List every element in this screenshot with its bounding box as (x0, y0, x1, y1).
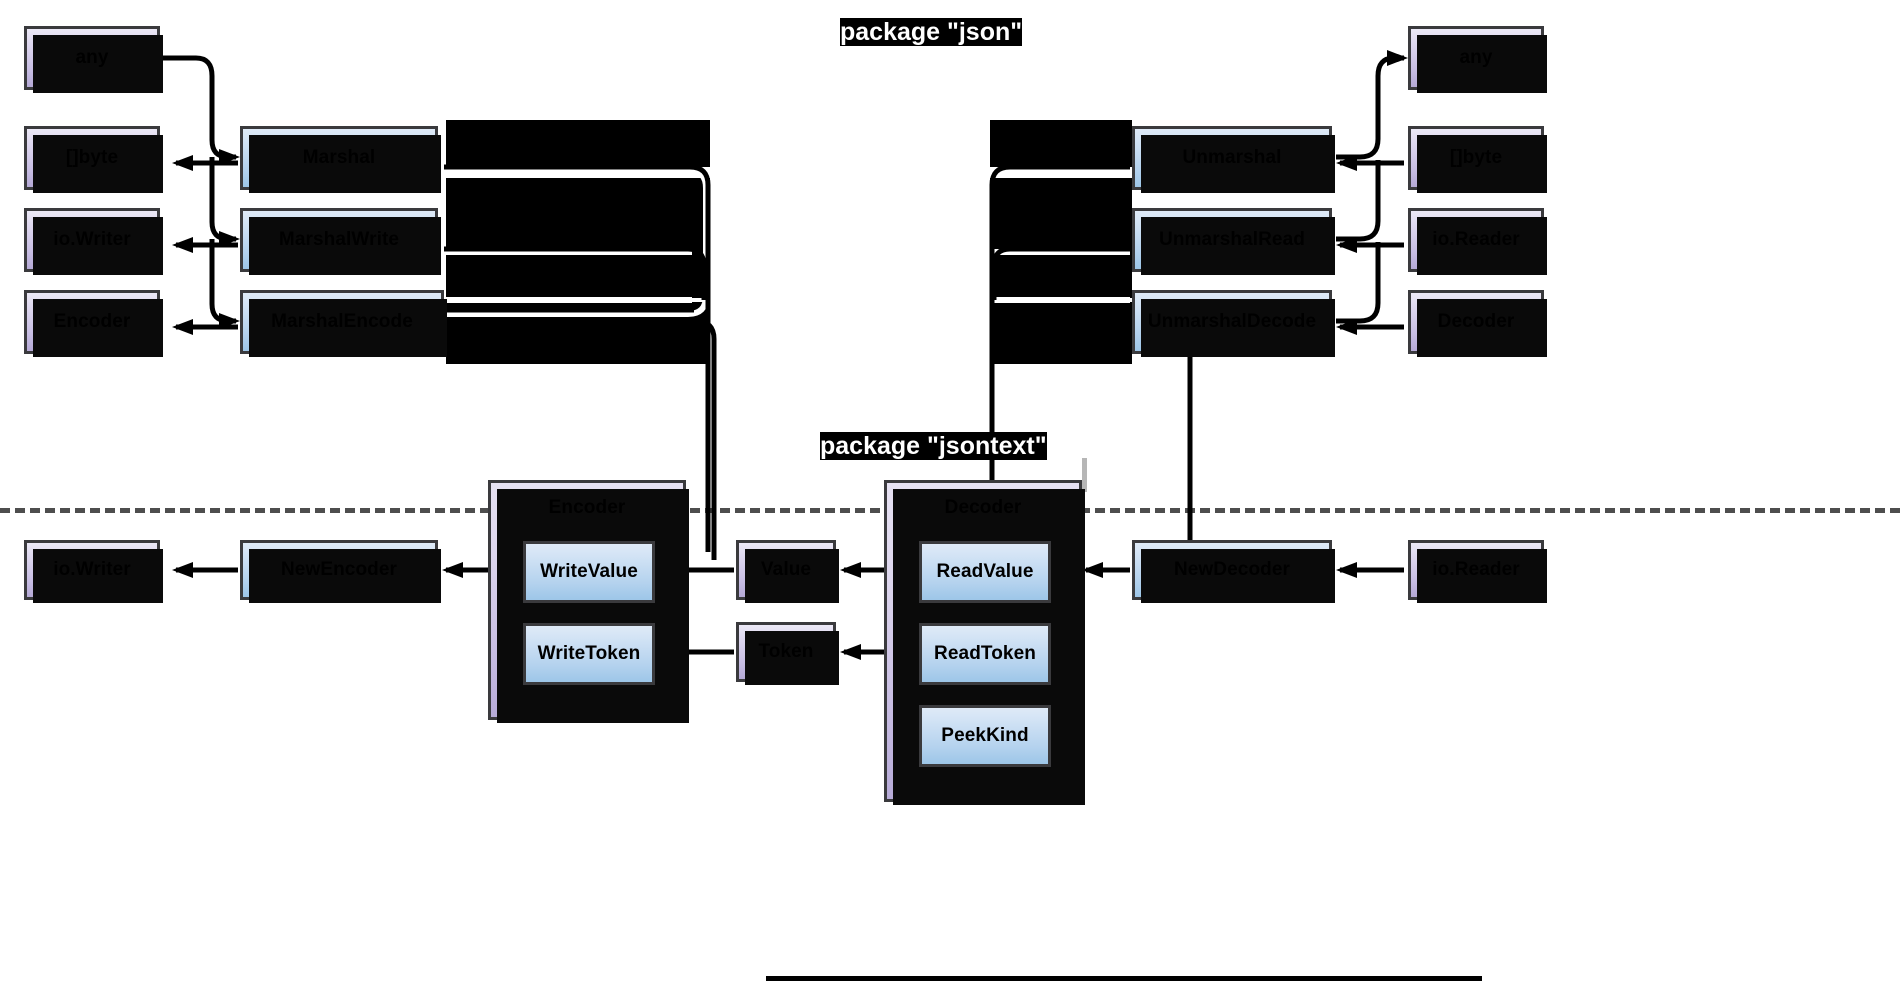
package-json-caption-prefix: package "json" (840, 18, 1023, 46)
bottom-baseline (766, 976, 1482, 981)
node-label: UnmarshalDecode (1147, 311, 1317, 332)
node-value-mid[interactable]: Value (736, 540, 839, 603)
node-marshalwrite[interactable]: MarshalWrite (240, 208, 441, 275)
node-writetoken[interactable]: WriteToken (523, 623, 657, 687)
artifact-right-1 (990, 120, 1132, 167)
package-json-caption: package "json" (840, 18, 1023, 47)
json-left-edges (160, 55, 240, 335)
unmarshal-return-curves (989, 164, 1130, 552)
node-label: any (75, 47, 109, 68)
edge-unmarshaldecode-to-trunk (1336, 242, 1381, 324)
node-any-left[interactable]: any (24, 26, 163, 93)
node-any-right[interactable]: any (1408, 26, 1547, 93)
node-label: WriteValue (540, 561, 638, 582)
node-encoder-left[interactable]: Encoder (24, 290, 163, 357)
edge-unmarshal-to-any (1336, 50, 1408, 160)
group-decoder[interactable]: Decoder ReadValue ReadToken PeekKind (884, 480, 1085, 805)
node-readvalue[interactable]: ReadValue (919, 541, 1053, 605)
node-label: Marshal (302, 147, 376, 168)
node-label: Value (760, 559, 812, 580)
node-label: NewDecoder (1173, 559, 1291, 580)
node-label: ReadValue (936, 561, 1034, 582)
node-label: MarshalWrite (278, 229, 400, 250)
node-newencoder[interactable]: NewEncoder (240, 540, 441, 603)
node-unmarshaldecode[interactable]: UnmarshalDecode (1132, 290, 1335, 357)
node-label: io.Writer (53, 559, 131, 580)
node-label: []byte (65, 147, 119, 168)
node-label: PeekKind (941, 725, 1029, 746)
json-right-edges (1336, 50, 1408, 335)
node-iowriter-bottom[interactable]: io.Writer (24, 540, 163, 603)
edge-unmarshalread-to-trunk (1336, 160, 1381, 242)
artifact-right-2 (990, 178, 1132, 298)
node-label: io.Reader (1432, 559, 1520, 580)
node-label: MarshalEncode (271, 311, 413, 332)
node-label: Token (758, 641, 814, 662)
marshal-return-curves (444, 164, 711, 552)
node-ioreader-right[interactable]: io.Reader (1408, 208, 1547, 275)
node-label: UnmarshalRead (1159, 229, 1305, 250)
node-bytes-right[interactable]: []byte (1408, 126, 1547, 193)
node-label: WriteToken (537, 643, 641, 664)
node-peekkind[interactable]: PeekKind (919, 705, 1053, 769)
group-encoder[interactable]: Encoder WriteValue WriteToken (488, 480, 689, 723)
node-newdecoder[interactable]: NewDecoder (1132, 540, 1335, 603)
node-label: Unmarshal (1182, 147, 1282, 168)
group-encoder-title: Encoder (548, 497, 626, 518)
node-readtoken[interactable]: ReadToken (919, 623, 1053, 687)
node-label: any (1459, 47, 1493, 68)
node-marshal[interactable]: Marshal (240, 126, 441, 193)
stray-tick-mark (1082, 458, 1087, 492)
node-label: io.Reader (1432, 229, 1520, 250)
node-decoder-right[interactable]: Decoder (1408, 290, 1547, 357)
node-label: io.Writer (53, 229, 131, 250)
node-marshalencode[interactable]: MarshalEncode (240, 290, 447, 357)
node-label: ReadToken (934, 643, 1036, 664)
node-writevalue[interactable]: WriteValue (523, 541, 657, 605)
node-unmarshal[interactable]: Unmarshal (1132, 126, 1335, 193)
edge-any-to-marshalwrite (209, 157, 240, 247)
node-unmarshalread[interactable]: UnmarshalRead (1132, 208, 1335, 275)
package-jsontext-caption: package "jsontext" (820, 432, 1047, 461)
node-label: []byte (1449, 147, 1503, 168)
edge-any-to-marshal (160, 55, 240, 165)
group-decoder-title: Decoder (944, 497, 1022, 518)
node-bytes-left[interactable]: []byte (24, 126, 163, 193)
artifact-left-2 (446, 178, 710, 298)
artifact-carve-lines (444, 167, 1130, 317)
node-iowriter-left[interactable]: io.Writer (24, 208, 163, 275)
node-ioreader-bottom[interactable]: io.Reader (1408, 540, 1547, 603)
artifact-left-1 (446, 120, 710, 167)
node-label: NewEncoder (280, 559, 398, 580)
node-token-mid[interactable]: Token (736, 622, 839, 685)
edge-any-to-marshalencode (209, 239, 240, 329)
package-jsontext-caption-prefix: package "jsontext" (820, 432, 1047, 460)
node-label: Decoder (1437, 311, 1515, 332)
node-label: Encoder (53, 311, 131, 332)
